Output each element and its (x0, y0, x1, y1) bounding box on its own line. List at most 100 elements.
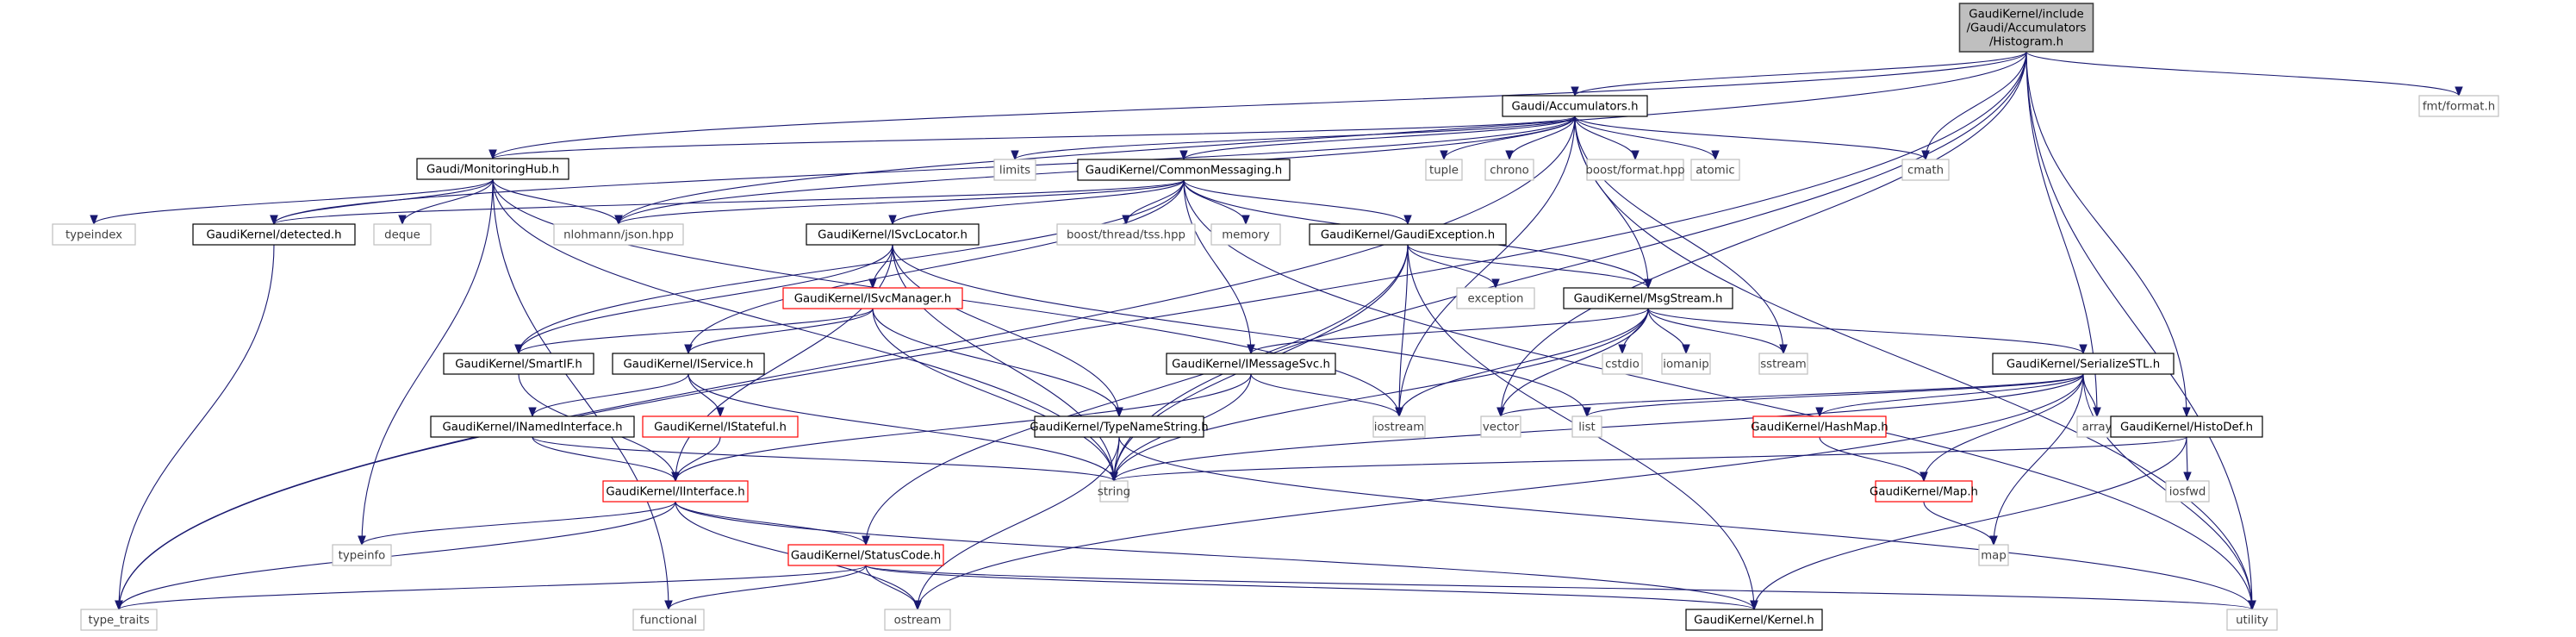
node-box (1034, 415, 1204, 438)
arrowhead-icon (913, 600, 922, 611)
node-box (1099, 480, 1129, 503)
node-label: memory (1222, 229, 1270, 242)
node-box (1992, 353, 2175, 375)
edge-isvcmanager-to-iservice (684, 308, 874, 355)
node-label: GaudiKernel/IInterface.h (606, 486, 744, 499)
edge-line (1925, 51, 2027, 160)
edge-line (675, 373, 1252, 482)
edge-line (1586, 373, 2084, 417)
edge-accumulators-to-monitoringhub (488, 116, 1576, 160)
edge-line (1250, 373, 1400, 417)
node-label: type_traits (88, 615, 149, 628)
edge-statuscode-to-ostream (865, 565, 922, 611)
node-label: iosfwd (2169, 486, 2206, 499)
arrowhead-icon (1920, 472, 1928, 483)
arrowhead-icon (1583, 407, 1591, 418)
node-accumulators[interactable]: Gaudi/Accumulators.h (1502, 95, 1648, 117)
arrowhead-icon (664, 600, 673, 611)
node-isvclocator[interactable]: GaudiKernel/ISvcLocator.h (806, 223, 980, 246)
nodes-layer: GaudiKernel/include/Gaudi/Accumulators/H… (52, 3, 2499, 631)
node-iservice[interactable]: GaudiKernel/IService.h (612, 353, 765, 375)
node-box (1571, 415, 1602, 438)
edge-line (492, 51, 2027, 159)
arrowhead-icon (1179, 150, 1188, 161)
edge-commonmessaging-to-boost_tss (1122, 179, 1185, 226)
node-serializestl[interactable]: GaudiKernel/SerializeSTL.h (1992, 353, 2175, 375)
node-box (1978, 544, 2009, 566)
node-box (1685, 609, 1823, 631)
node-iosfwd: iosfwd (2165, 480, 2210, 503)
node-detected[interactable]: GaudiKernel/detected.h (192, 223, 356, 246)
edge-accumulators-to-type_traits (115, 116, 1576, 611)
arrowhead-icon (1644, 278, 1652, 290)
node-label: GaudiKernel/TypeNameString.h (1030, 422, 1208, 434)
edge-line (1183, 179, 1252, 354)
node-label: GaudiKernel/SerializeSTL.h (2007, 359, 2160, 372)
node-isvcmanager[interactable]: GaudiKernel/ISvcManager.h (782, 287, 963, 309)
node-label: iomanip (1663, 359, 1709, 372)
node-istateful[interactable]: GaudiKernel/IStateful.h (642, 415, 799, 438)
edge-line (1014, 116, 1576, 160)
edge-accumulators-to-chrono (1505, 116, 1576, 161)
edge-map_h-to-map (1923, 501, 1998, 546)
edge-line (1398, 244, 1409, 417)
edge-line (1574, 51, 2027, 97)
edge-line (865, 565, 1755, 610)
node-label: iostream (1374, 422, 1424, 434)
edge-statuscode-to-utility (865, 565, 2256, 611)
edge-histogram-to-cmath (1921, 51, 2027, 161)
node-box (1661, 353, 1711, 375)
arrowhead-icon (2248, 600, 2256, 611)
node-map_h[interactable]: GaudiKernel/Map.h (1870, 480, 1978, 503)
edge-line (872, 308, 1115, 482)
edge-iservice-to-inamedinterface (528, 373, 689, 418)
arrowhead-icon (868, 278, 877, 290)
edge-line (1398, 116, 1576, 417)
node-histodef[interactable]: GaudiKernel/HistoDef.h (2110, 415, 2263, 438)
arrowhead-icon (1247, 344, 1255, 355)
edge-line (118, 501, 676, 610)
node-label: vector (1483, 422, 1520, 434)
edge-typenamestring-to-utility (1118, 436, 2256, 611)
node-box (1056, 223, 1196, 246)
node-box (782, 287, 963, 309)
node-gaudiexception[interactable]: GaudiKernel/GaudiException.h (1309, 223, 1507, 246)
edge-line (892, 244, 1588, 417)
node-monitoringhub[interactable]: Gaudi/MonitoringHub.h (416, 158, 569, 180)
node-msgstream[interactable]: GaudiKernel/MsgStream.h (1563, 287, 1733, 309)
node-label: boost/thread/tss.hpp (1067, 229, 1185, 242)
node-box (884, 609, 951, 631)
arrowhead-icon (1682, 344, 1690, 355)
edges-layer (90, 51, 2463, 611)
node-hashmap[interactable]: GaudiKernel/HashMap.h (1751, 415, 1888, 438)
node-label: cstdio (1605, 359, 1640, 372)
edge-line (273, 178, 494, 225)
node-typenamestring[interactable]: GaudiKernel/TypeNameString.h (1030, 415, 1209, 438)
edge-line (118, 565, 867, 610)
node-box (1752, 415, 1887, 438)
node-sstream: sstream (1758, 353, 1808, 375)
node-label: map (1981, 550, 2007, 563)
edge-line (118, 244, 275, 610)
edge-statuscode-to-type_traits (115, 565, 867, 611)
node-imessagesvc[interactable]: GaudiKernel/IMessageSvc.h (1166, 353, 1336, 375)
node-commonmessaging[interactable]: GaudiKernel/CommonMessaging.h (1077, 159, 1291, 181)
node-kernel[interactable]: GaudiKernel/Kernel.h (1685, 609, 1823, 631)
node-label: GaudiKernel/INamedInterface.h (442, 422, 622, 434)
edge-line (688, 373, 721, 417)
arrowhead-icon (716, 407, 725, 418)
edge-line (688, 373, 1115, 482)
node-box (993, 159, 1036, 181)
node-statuscode[interactable]: GaudiKernel/StatusCode.h (787, 544, 944, 566)
node-array: array (2076, 415, 2118, 438)
node-histogram[interactable]: GaudiKernel/include/Gaudi/Accumulators/H… (1958, 3, 2094, 53)
node-label: GaudiKernel/HistoDef.h (2120, 422, 2253, 434)
arrowhead-icon (862, 535, 870, 546)
node-iinterface[interactable]: GaudiKernel/IInterface.h (602, 480, 749, 503)
edge-line (618, 179, 1185, 225)
node-smartif[interactable]: GaudiKernel/SmartIF.h (443, 353, 594, 375)
arrowhead-icon (1779, 344, 1788, 355)
edge-detected-to-type_traits (115, 244, 275, 611)
node-inamedinterface[interactable]: GaudiKernel/INamedInterface.h (430, 415, 635, 438)
edge-line (1125, 179, 1185, 225)
